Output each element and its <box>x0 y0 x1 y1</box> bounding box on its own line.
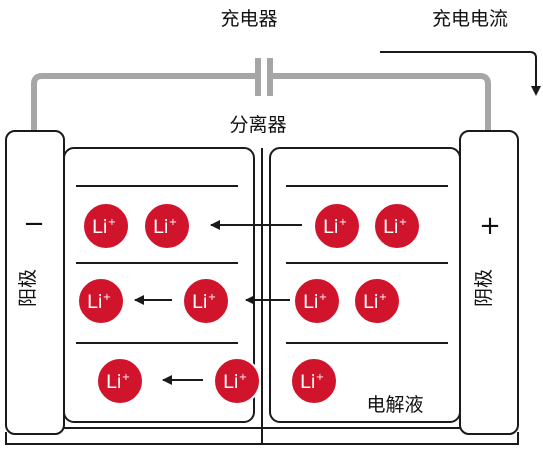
lithium-ion: Li+ <box>182 277 230 325</box>
layer-lines <box>76 185 448 344</box>
lithium-ion-circle <box>353 277 401 325</box>
lithium-ion: Li+ <box>77 277 125 325</box>
lithium-ion-circle <box>77 277 125 325</box>
anode-label: 阳极 <box>17 269 39 307</box>
current-arrow-head <box>531 86 541 96</box>
current-direction-arrow <box>380 51 537 90</box>
cell-bottom-frame <box>5 427 519 445</box>
lithium-ion: Li+ <box>313 202 361 250</box>
lithium-ion-circle <box>373 202 421 250</box>
separator-label: 分离器 <box>229 114 286 136</box>
charger-wire <box>31 73 491 131</box>
lithium-ion-circle <box>213 357 261 405</box>
ion-migration-arrows <box>134 220 302 385</box>
anode-sign: − <box>23 209 45 239</box>
lithium-ion: Li+ <box>213 357 261 405</box>
lithium-ion: Li+ <box>143 202 191 250</box>
lithium-ion-circle <box>96 357 144 405</box>
charger-label: 充电器 <box>220 8 277 30</box>
lithium-ions: Li+Li+Li+Li+Li+Li+Li+Li+Li+Li+Li+ <box>77 202 421 405</box>
cathode-label: 阴极 <box>473 269 495 307</box>
lithium-ion-circle <box>313 202 361 250</box>
lithium-ion-circle <box>290 357 338 405</box>
lithium-ion-circle <box>82 202 130 250</box>
lithium-ion: Li+ <box>82 202 130 250</box>
lithium-ion: Li+ <box>353 277 401 325</box>
lithium-ion: Li+ <box>373 202 421 250</box>
electrolyte-label: 电解液 <box>366 394 423 416</box>
lithium-ion: Li+ <box>293 277 341 325</box>
lithium-ion-circle <box>182 277 230 325</box>
lithium-ion: Li+ <box>290 357 338 405</box>
lithium-ion-circle <box>143 202 191 250</box>
cathode-sign: + <box>479 211 501 241</box>
lithium-ion: Li+ <box>96 357 144 405</box>
lithium-ion-circle <box>293 277 341 325</box>
charging-current-label: 充电电流 <box>432 8 508 30</box>
